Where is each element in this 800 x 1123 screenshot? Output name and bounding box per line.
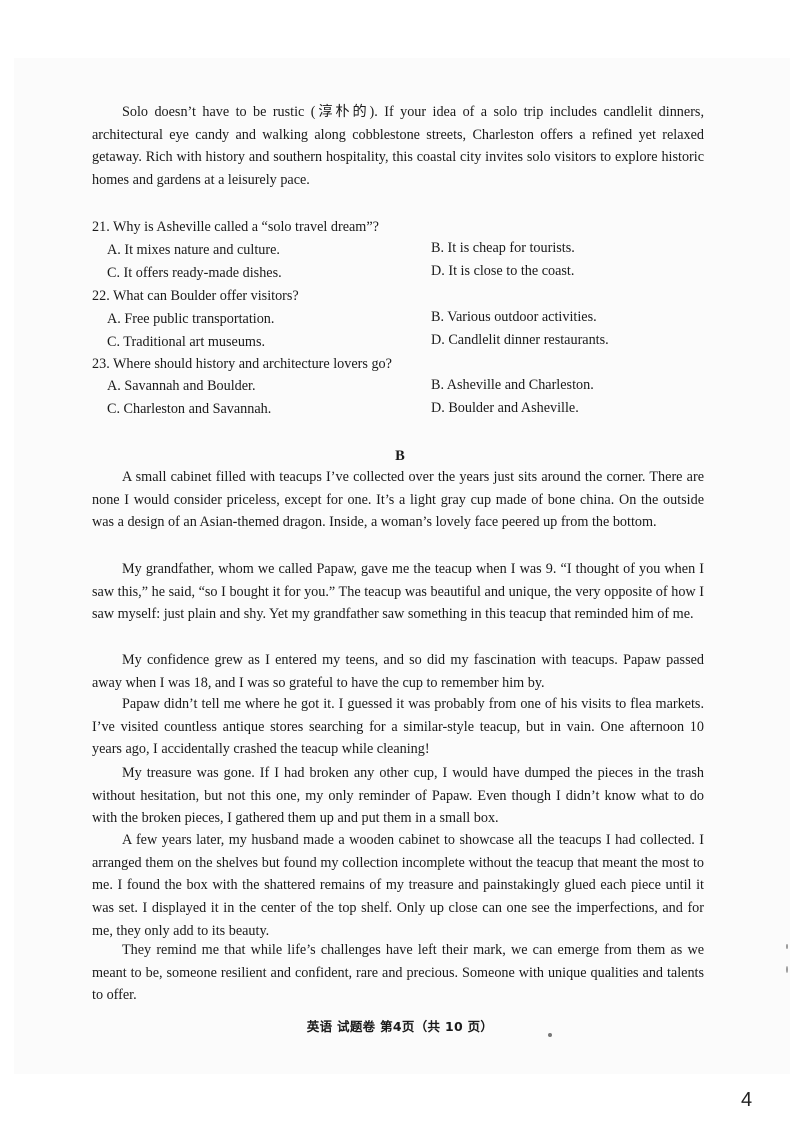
question-23-option-d: D. Boulder and Asheville. bbox=[431, 400, 579, 416]
section-label: B bbox=[395, 448, 405, 464]
question-23-option-b: B. Asheville and Charleston. bbox=[431, 377, 594, 393]
passage-b-paragraph: My grandfather, whom we called Papaw, ga… bbox=[92, 561, 704, 623]
question-23-stem: 23. Where should history and architectur… bbox=[92, 356, 392, 372]
question-21-option-a: A. It mixes nature and culture. bbox=[107, 242, 280, 258]
page-footer: 英语 试题卷 第4页（共 10 页） bbox=[306, 1019, 494, 1034]
passage-b-paragraph: My treasure was gone. If I had broken an… bbox=[92, 765, 704, 827]
page-number: 4 bbox=[741, 1089, 753, 1111]
question-23-option-c: C. Charleston and Savannah. bbox=[107, 401, 272, 417]
question-22-option-d: D. Candlelit dinner restaurants. bbox=[431, 332, 609, 348]
question-22-option-a: A. Free public transportation. bbox=[107, 311, 275, 327]
question-21-stem: 21. Why is Asheville called a “solo trav… bbox=[92, 219, 379, 235]
passage-a-ending: Solo doesn’t have to be rustic (淳朴的). If… bbox=[92, 104, 704, 189]
passage-b-paragraph: A few years later, my husband made a woo… bbox=[92, 832, 704, 939]
passage-b-paragraph: My confidence grew as I entered my teens… bbox=[92, 652, 704, 691]
passage-b-paragraph: A small cabinet filled with teacups I’ve… bbox=[92, 469, 704, 531]
question-22-option-c: C. Traditional art museums. bbox=[107, 334, 266, 350]
scanned-page bbox=[14, 58, 790, 1074]
question-22-stem: 22. What can Boulder offer visitors? bbox=[92, 288, 299, 304]
scan-speck bbox=[548, 1033, 552, 1037]
question-22-option-b: B. Various outdoor activities. bbox=[431, 309, 597, 325]
question-21-option-b: B. It is cheap for tourists. bbox=[431, 240, 575, 256]
passage-b-paragraph: They remind me that while life’s challen… bbox=[92, 942, 704, 1004]
question-21-option-c: C. It offers ready-made dishes. bbox=[107, 265, 282, 281]
passage-b-paragraph: Papaw didn’t tell me where he got it. I … bbox=[92, 696, 704, 758]
scan-speck bbox=[786, 966, 788, 973]
scan-speck bbox=[786, 944, 788, 949]
question-23-option-a: A. Savannah and Boulder. bbox=[107, 378, 256, 394]
question-21-option-d: D. It is close to the coast. bbox=[431, 263, 575, 279]
